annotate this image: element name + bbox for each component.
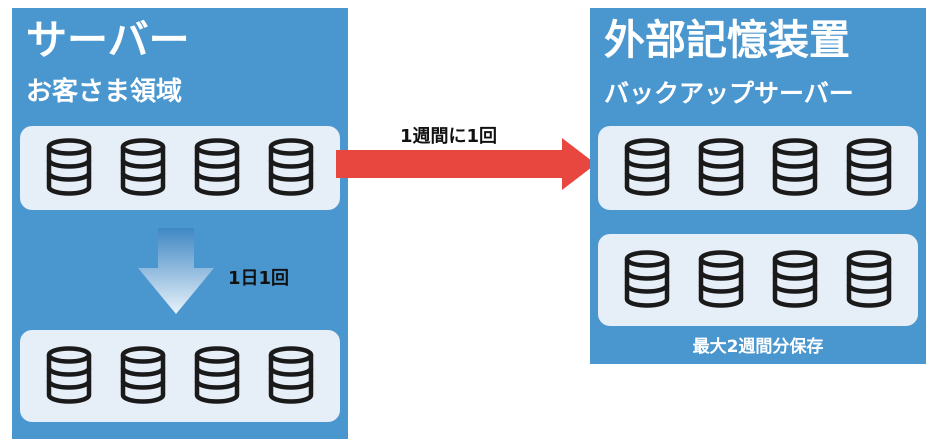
storage-title: 外部記憶装置 [604,16,850,64]
storage-disk-row-week-1 [598,126,918,210]
daily-frequency-label: 1日1回 [228,268,290,289]
storage-disk-row-week-2 [598,234,918,326]
server-subtitle: お客さま領域 [26,77,183,107]
storage-panel: 外部記憶装置 バックアップサーバー 最大2週間分保存 [590,8,926,364]
server-disk-row-daily-backup [20,330,340,422]
database-icon [845,138,893,198]
database-icon [119,346,167,406]
database-icon [697,250,745,310]
database-icon [697,138,745,198]
database-icon [119,138,167,198]
arrow-down-icon [138,228,214,314]
database-icon [193,138,241,198]
server-title: サーバー [26,16,190,64]
arrow-right-icon [336,138,596,190]
database-icon [267,138,315,198]
database-icon [623,250,671,310]
database-icon [771,250,819,310]
database-icon [771,138,819,198]
storage-subtitle: バックアップサーバー [604,79,854,108]
retention-note: 最大2週間分保存 [692,337,824,357]
server-panel: サーバー お客さま領域 [12,8,348,439]
database-icon [845,250,893,310]
database-icon [193,346,241,406]
database-icon [45,138,93,198]
database-icon [623,138,671,198]
database-icon [45,346,93,406]
database-icon [267,346,315,406]
weekly-frequency-label: 1週間に1回 [400,126,498,147]
server-disk-row-current [20,126,340,210]
